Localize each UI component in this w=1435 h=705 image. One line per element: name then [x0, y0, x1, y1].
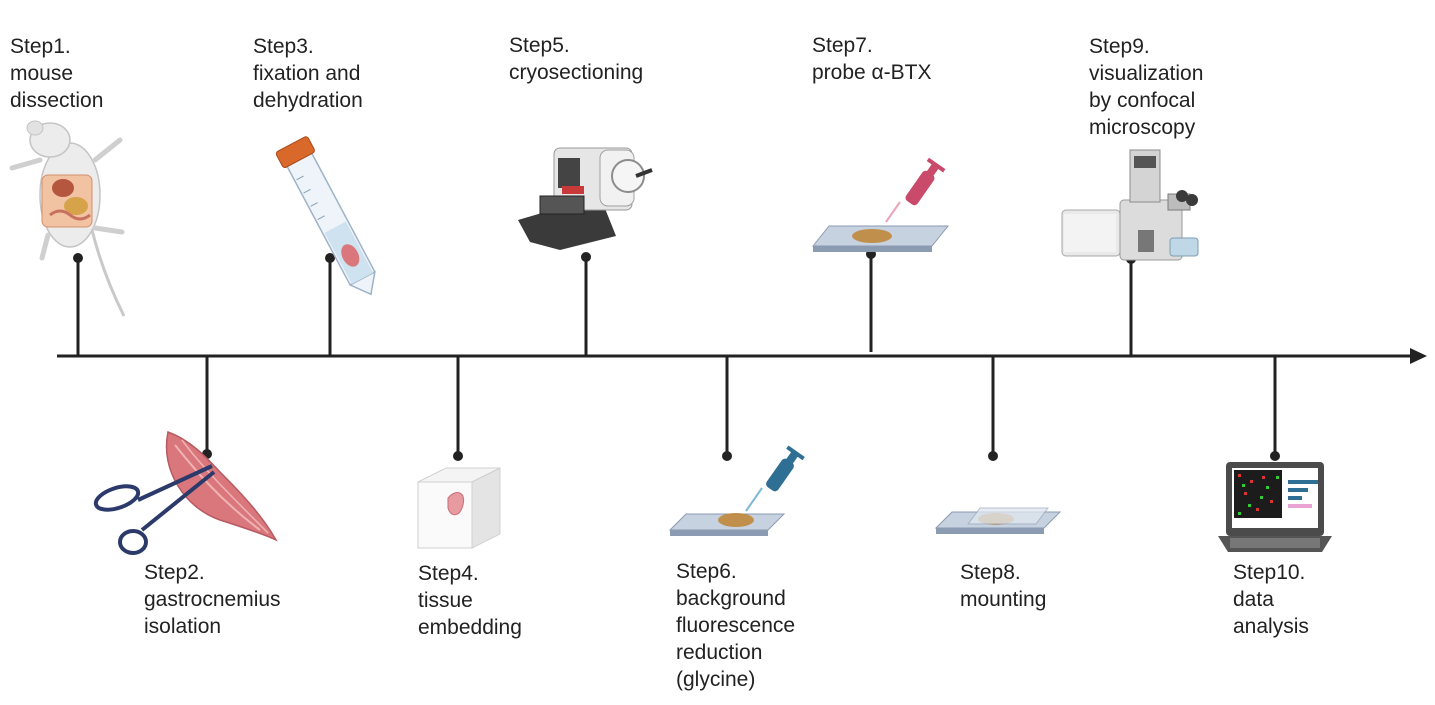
- laptop-icon: [1218, 462, 1332, 552]
- step8-label: Step8.mounting: [960, 561, 1047, 611]
- pipette-slide-icon: [668, 445, 805, 536]
- pipette-slide-icon: [811, 157, 950, 252]
- connector-step9: [1126, 254, 1136, 356]
- step7-label: Step7.probe α-BTX: [812, 34, 932, 84]
- step5-label: Step5.cryosectioning: [509, 34, 644, 84]
- connector-step10: [1270, 356, 1280, 461]
- connector-step6: [722, 356, 732, 461]
- coverslip-slide-icon: [934, 507, 1062, 534]
- cryostat-icon: [518, 147, 653, 250]
- connector-step2: [202, 356, 212, 459]
- connector-step5: [581, 252, 591, 356]
- connector-step3: [325, 253, 335, 356]
- timeline-axis: [57, 348, 1427, 364]
- connector-step1: [73, 253, 83, 356]
- tube-icon: [275, 136, 376, 296]
- block-icon: [417, 467, 501, 549]
- connector-step7: [866, 249, 876, 352]
- connector-step4: [453, 356, 463, 461]
- scissors-muscle-icon: [93, 430, 278, 555]
- connector-step8: [988, 356, 998, 461]
- microscope-icon: [1061, 149, 1199, 261]
- mouse-icon: [9, 120, 126, 317]
